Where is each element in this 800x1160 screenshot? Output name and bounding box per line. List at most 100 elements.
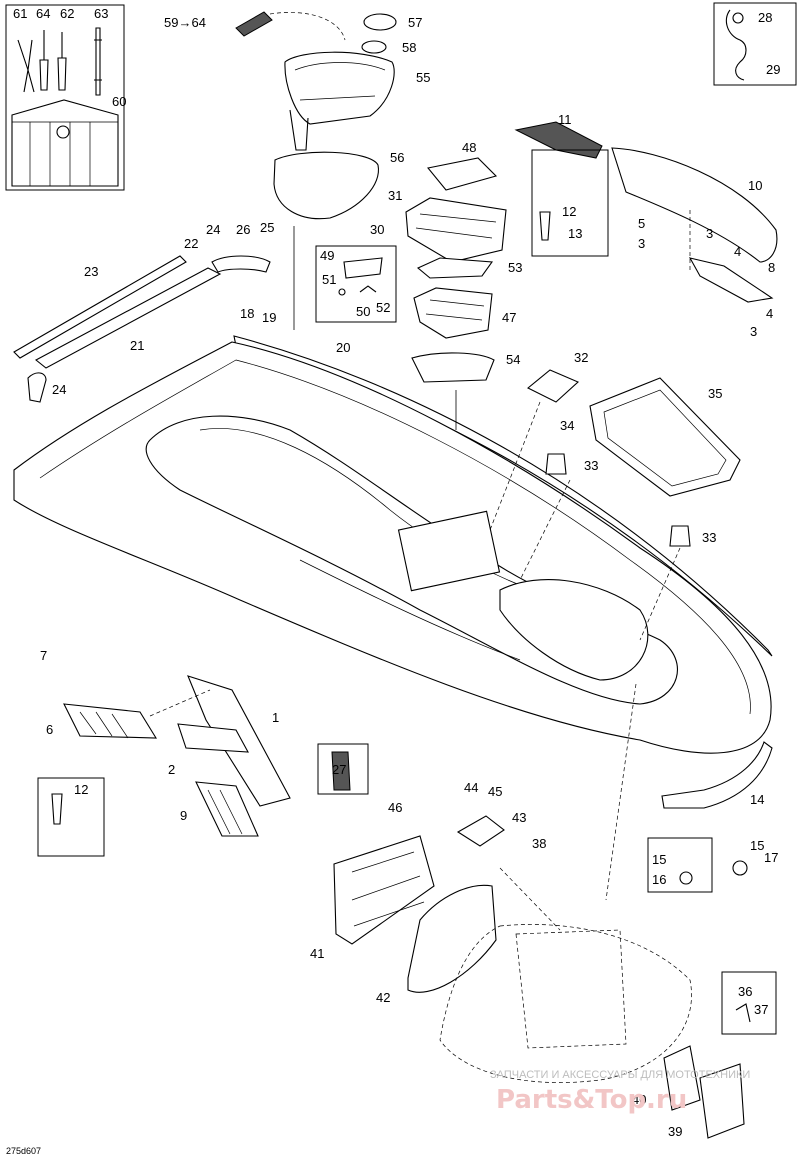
trim-24-drawing <box>211 255 271 273</box>
gasket-56-drawing <box>273 151 379 220</box>
callout-7: 7 <box>40 648 47 663</box>
footwell-pan <box>499 579 649 681</box>
callout-27: 27 <box>332 762 346 777</box>
callout-42: 42 <box>376 990 390 1005</box>
glove-box-47-detail <box>425 299 485 321</box>
glove-box-47-drawing <box>413 287 493 339</box>
frame-30-drawing <box>405 197 507 263</box>
callout-31: 31 <box>388 188 402 203</box>
gasket-58-drawing <box>361 40 387 54</box>
tool-bag-snap <box>56 125 70 139</box>
end-cap-24-drawing <box>27 372 47 403</box>
callout-18: 18 <box>240 306 254 321</box>
callout-52: 52 <box>376 300 390 315</box>
callout-23: 23 <box>84 264 98 279</box>
cap-57-drawing <box>363 13 397 31</box>
callout-38: 38 <box>532 836 546 851</box>
callout-2: 2 <box>168 762 175 777</box>
deck-contour-2 <box>299 559 521 661</box>
deck-seat-well <box>145 415 678 705</box>
clamp-group <box>713 2 797 86</box>
storage-bin-55-drawing <box>284 51 395 125</box>
callout-15b: 15 <box>652 852 666 867</box>
vent-6-drawing <box>63 703 158 739</box>
callout-57: 57 <box>408 15 422 30</box>
diagram-id: 275d607 <box>6 1146 41 1156</box>
front-storage-group <box>333 815 777 1139</box>
callout-3c: 3 <box>750 324 757 339</box>
callout-33b: 33 <box>702 530 716 545</box>
callout-58: 58 <box>402 40 416 55</box>
fastener-frame-12b <box>37 777 105 857</box>
callout-35: 35 <box>708 386 722 401</box>
rub-rail-23-drawing <box>13 255 187 359</box>
grab-handle-group <box>647 741 773 893</box>
storage-bag-drawing <box>439 924 692 1083</box>
callout-30: 30 <box>370 222 384 237</box>
callout-28: 28 <box>758 10 772 25</box>
callout-3b: 3 <box>706 226 713 241</box>
cap-17-drawing <box>732 860 748 876</box>
grip-11-drawing <box>514 121 603 159</box>
kit-range-label: 59→64 <box>164 15 206 30</box>
latch-frame <box>315 245 397 323</box>
grab-handle-14-drawing <box>661 741 773 809</box>
vent-group <box>37 675 369 857</box>
deck-inner-edge <box>39 359 751 715</box>
leader-deck-bag <box>605 683 637 901</box>
callout-4a: 4 <box>734 244 741 259</box>
callout-60: 60 <box>112 94 126 109</box>
callout-17: 17 <box>764 850 778 865</box>
spark-plug-wrench-drawing <box>94 27 102 96</box>
storage-bin-55-detail <box>294 62 386 101</box>
leader-dash-59 <box>269 12 346 41</box>
grille-9-drawing <box>195 781 259 837</box>
callout-22: 22 <box>184 236 198 251</box>
callout-43: 43 <box>512 810 526 825</box>
callout-24b: 24 <box>52 382 66 397</box>
frame-30-detail <box>415 213 497 239</box>
rivet-12-drawing <box>539 211 551 241</box>
gasket-40-drawing <box>663 1045 701 1111</box>
hatch-frame-41-drawing <box>333 835 435 945</box>
hatch-frame-41-ribs <box>351 851 425 927</box>
callout-9: 9 <box>180 808 187 823</box>
storage-bin-55-drain <box>289 109 309 151</box>
leader-33-deck <box>519 479 571 581</box>
vent-2-drawing <box>177 723 249 753</box>
callout-37: 37 <box>754 1002 768 1017</box>
leader-32-deck <box>489 401 541 531</box>
grille-9-slats <box>207 789 243 835</box>
callout-29: 29 <box>766 62 780 77</box>
leader-43-bag <box>499 867 561 931</box>
screwdriver-2-drawing <box>57 32 67 91</box>
callout-25: 25 <box>260 220 274 235</box>
callout-5: 5 <box>638 216 645 231</box>
side-cover-10-drawing <box>611 147 778 263</box>
tool-bag-drawing <box>11 99 119 187</box>
callout-10: 10 <box>748 178 762 193</box>
storage-bag-inner <box>515 929 627 1049</box>
clamp-head <box>732 12 744 24</box>
callout-12b: 12 <box>74 782 88 797</box>
watermark-line-1: ЗАПЧАСТИ И АКСЕССУАРЫ ДЛЯ МОТОТЕХНИКИ <box>490 1069 750 1081</box>
grille-8-drawing <box>688 257 774 303</box>
callout-19: 19 <box>262 310 276 325</box>
callout-11: 11 <box>558 112 572 127</box>
callout-labels: 59→64 61 64 62 63 60 28 29 57 58 55 56 4… <box>6 6 780 1156</box>
gasket-54-drawing <box>411 352 495 383</box>
glove-box-group <box>315 157 507 383</box>
callout-13: 13 <box>568 226 582 241</box>
console-well <box>397 510 501 592</box>
callout-61: 61 <box>13 6 27 21</box>
callout-24a: 24 <box>206 222 220 237</box>
callout-33a: 33 <box>584 458 598 473</box>
tool-kit-group <box>5 4 125 191</box>
callout-14: 14 <box>750 792 764 807</box>
rub-rail-group <box>13 255 773 657</box>
callout-55: 55 <box>416 70 430 85</box>
callout-50: 50 <box>356 304 370 319</box>
callout-16: 16 <box>652 872 666 887</box>
callout-6: 6 <box>46 722 53 737</box>
